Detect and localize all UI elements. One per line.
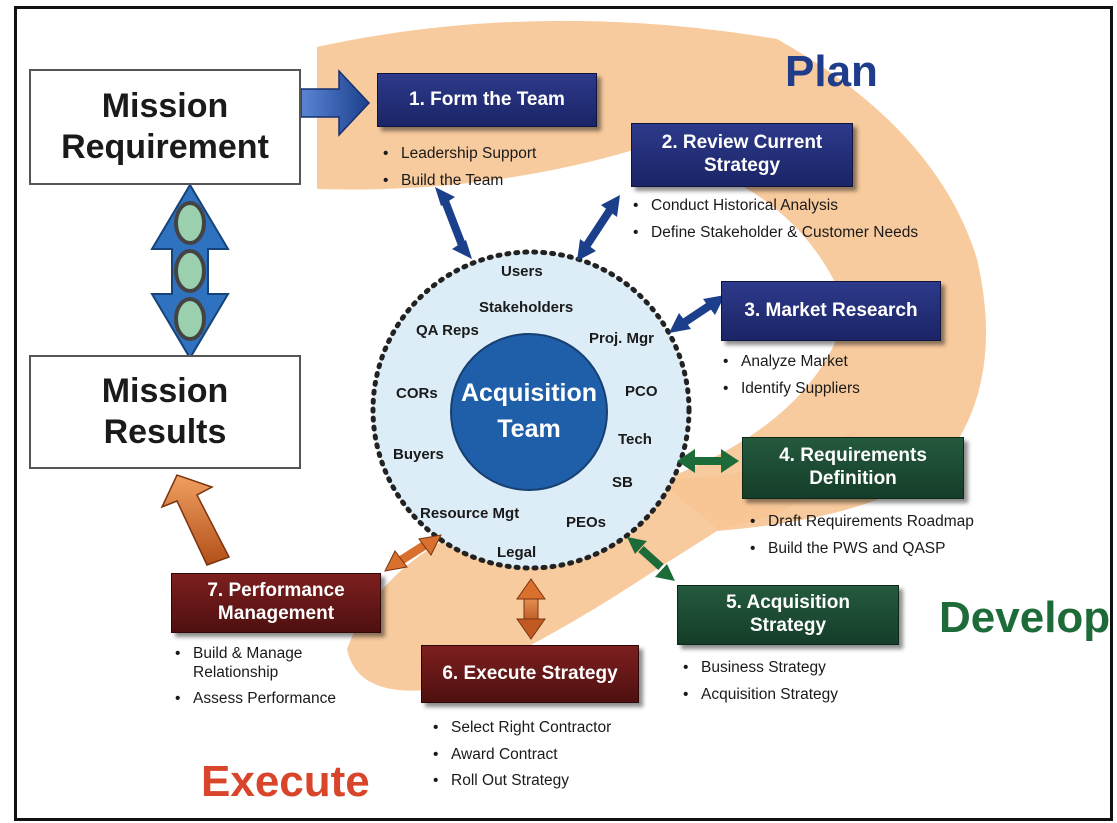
- team-member-qa-reps: QA Reps: [416, 322, 479, 339]
- step-1-title: 1. Form the Team: [409, 88, 565, 110]
- mission-results-label: Mission Results: [101, 371, 229, 451]
- connector-step-2: [577, 195, 620, 261]
- phase-plan: Plan: [785, 47, 878, 96]
- step-7-bullets: Build & Manage Relationship Assess Perfo…: [169, 645, 369, 717]
- team-member-cors: CORs: [396, 385, 438, 402]
- step-3-bullets: Analyze Market Identify Suppliers: [717, 353, 860, 406]
- team-member-sb: SB: [612, 474, 633, 491]
- step-5-bullet: Business Strategy: [677, 659, 838, 678]
- mission-requirement-box: Mission Requirement: [29, 69, 301, 185]
- step-2-box: 2. Review Current Strategy: [631, 123, 853, 187]
- diagram-graphics: [150, 20, 986, 691]
- step-5-bullets: Business Strategy Acquisition Strategy: [677, 659, 838, 712]
- step-4-box: 4. Requirements Definition: [742, 437, 964, 499]
- team-member-legal: Legal: [497, 544, 537, 561]
- step-2-bullet: Conduct Historical Analysis: [627, 197, 918, 216]
- team-member-stakeholders: Stakeholders: [479, 299, 574, 316]
- mission-requirement-label: Mission Requirement: [61, 86, 269, 166]
- step-5-bullet: Acquisition Strategy: [677, 686, 838, 705]
- step-6-bullet: Award Contract: [427, 746, 611, 765]
- connector-step-3: [669, 295, 725, 333]
- diagram-frame: Mission Requirement Mission Results Plan…: [14, 6, 1113, 821]
- acquisition-team-label: Acquisition Team: [460, 379, 598, 444]
- step-2-bullets: Conduct Historical Analysis Define Stake…: [627, 197, 918, 250]
- step-7-title: 7. Performance Management: [207, 580, 345, 624]
- step-3-box: 3. Market Research: [721, 281, 941, 341]
- connector-step-1: [435, 187, 472, 259]
- step-4-title: 4. Requirements Definition: [779, 445, 927, 489]
- team-member-buyers: Buyers: [393, 446, 444, 463]
- step-6-box: 6. Execute Strategy: [421, 645, 639, 703]
- step-6-bullet: Roll Out Strategy: [427, 772, 611, 791]
- step-6-bullets: Select Right Contractor Award Contract R…: [427, 719, 611, 799]
- arrow-performance-to-results: [160, 474, 231, 566]
- connector-step-4: [677, 449, 739, 473]
- step-4-bullets: Draft Requirements Roadmap Build the PWS…: [744, 513, 974, 566]
- step-5-box: 5. Acquisition Strategy: [677, 585, 899, 645]
- step-2-bullet: Define Stakeholder & Customer Needs: [627, 224, 918, 243]
- step-2-title: 2. Review Current Strategy: [661, 132, 823, 176]
- step-1-bullet: Build the Team: [377, 172, 536, 191]
- step-1-box: 1. Form the Team: [377, 73, 597, 127]
- step-7-box: 7. Performance Management: [171, 573, 381, 633]
- step-3-title: 3. Market Research: [744, 299, 918, 321]
- connector-step-7: [384, 534, 442, 572]
- mission-results-box: Mission Results: [29, 355, 301, 469]
- phase-develop: Develop: [939, 593, 1111, 642]
- step-3-bullet: Analyze Market: [717, 353, 860, 372]
- team-member-pco: PCO: [625, 383, 658, 400]
- connector-step-6: [516, 578, 546, 640]
- phase-execute: Execute: [201, 757, 370, 806]
- team-member-resource-mgt: Resource Mgt: [420, 505, 520, 522]
- step-7-bullet: Build & Manage Relationship: [169, 645, 369, 682]
- step-6-title: 6. Execute Strategy: [442, 662, 618, 684]
- arrow-requirement-to-team: [300, 69, 371, 137]
- step-6-bullet: Select Right Contractor: [427, 719, 611, 738]
- team-member-tech: Tech: [618, 431, 652, 448]
- step-7-bullet: Assess Performance: [169, 690, 369, 709]
- chain-link-connector: [150, 183, 230, 360]
- step-4-bullet: Build the PWS and QASP: [744, 540, 974, 559]
- step-4-bullet: Draft Requirements Roadmap: [744, 513, 974, 532]
- team-member-proj-mgr: Proj. Mgr: [589, 330, 655, 347]
- connector-step-5: [627, 537, 675, 581]
- step-1-bullet: Leadership Support: [377, 145, 536, 164]
- acquisition-team-circle: [370, 249, 692, 571]
- step-5-title: 5. Acquisition Strategy: [726, 592, 850, 636]
- step-3-bullet: Identify Suppliers: [717, 380, 860, 399]
- team-member-peos: PEOs: [566, 514, 607, 531]
- team-member-users: Users: [501, 263, 543, 280]
- step-1-bullets: Leadership Support Build the Team: [377, 145, 536, 198]
